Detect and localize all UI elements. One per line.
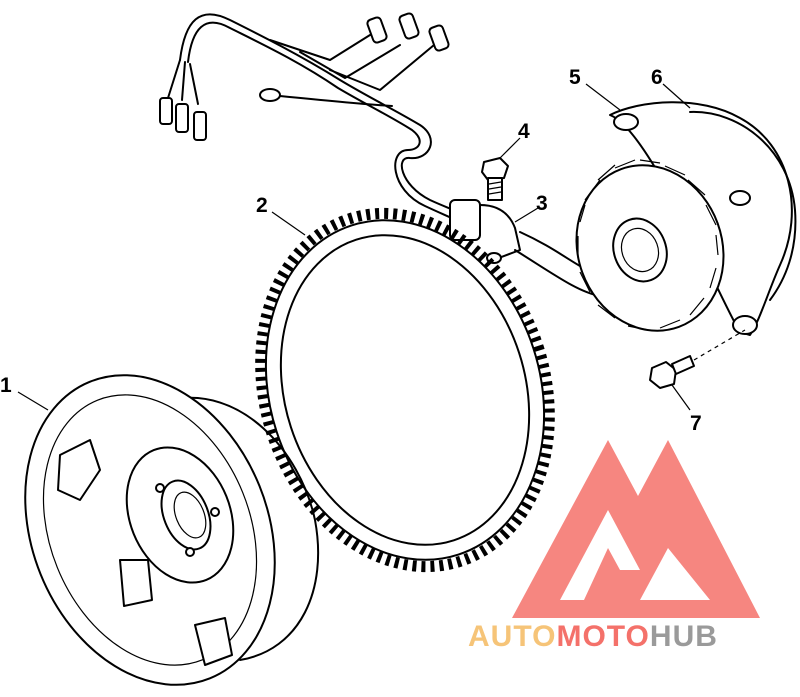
ring-gear <box>255 207 555 573</box>
callout-5: 5 <box>569 66 581 89</box>
watermark-hub: HUB <box>650 620 718 653</box>
watermark-logo <box>512 440 760 618</box>
wire-clamp <box>449 199 601 297</box>
watermark-triangle-icon <box>512 440 760 618</box>
callout-leaders <box>17 83 691 411</box>
wiring-harness <box>159 12 463 223</box>
clamp-bolt <box>481 157 509 201</box>
flywheel <box>24 374 320 686</box>
callout-7: 7 <box>690 412 702 435</box>
watermark-text: AUTOMOTOHUB <box>468 620 718 653</box>
stator <box>575 159 725 332</box>
watermark-auto: AUTO <box>468 620 556 653</box>
callout-1: 1 <box>0 374 12 397</box>
callout-4: 4 <box>518 120 530 143</box>
callout-2: 2 <box>256 194 268 217</box>
watermark-moto: MOTO <box>556 620 649 653</box>
callout-3: 3 <box>536 192 548 215</box>
stator-bolt <box>649 329 746 389</box>
callout-6: 6 <box>651 66 663 89</box>
